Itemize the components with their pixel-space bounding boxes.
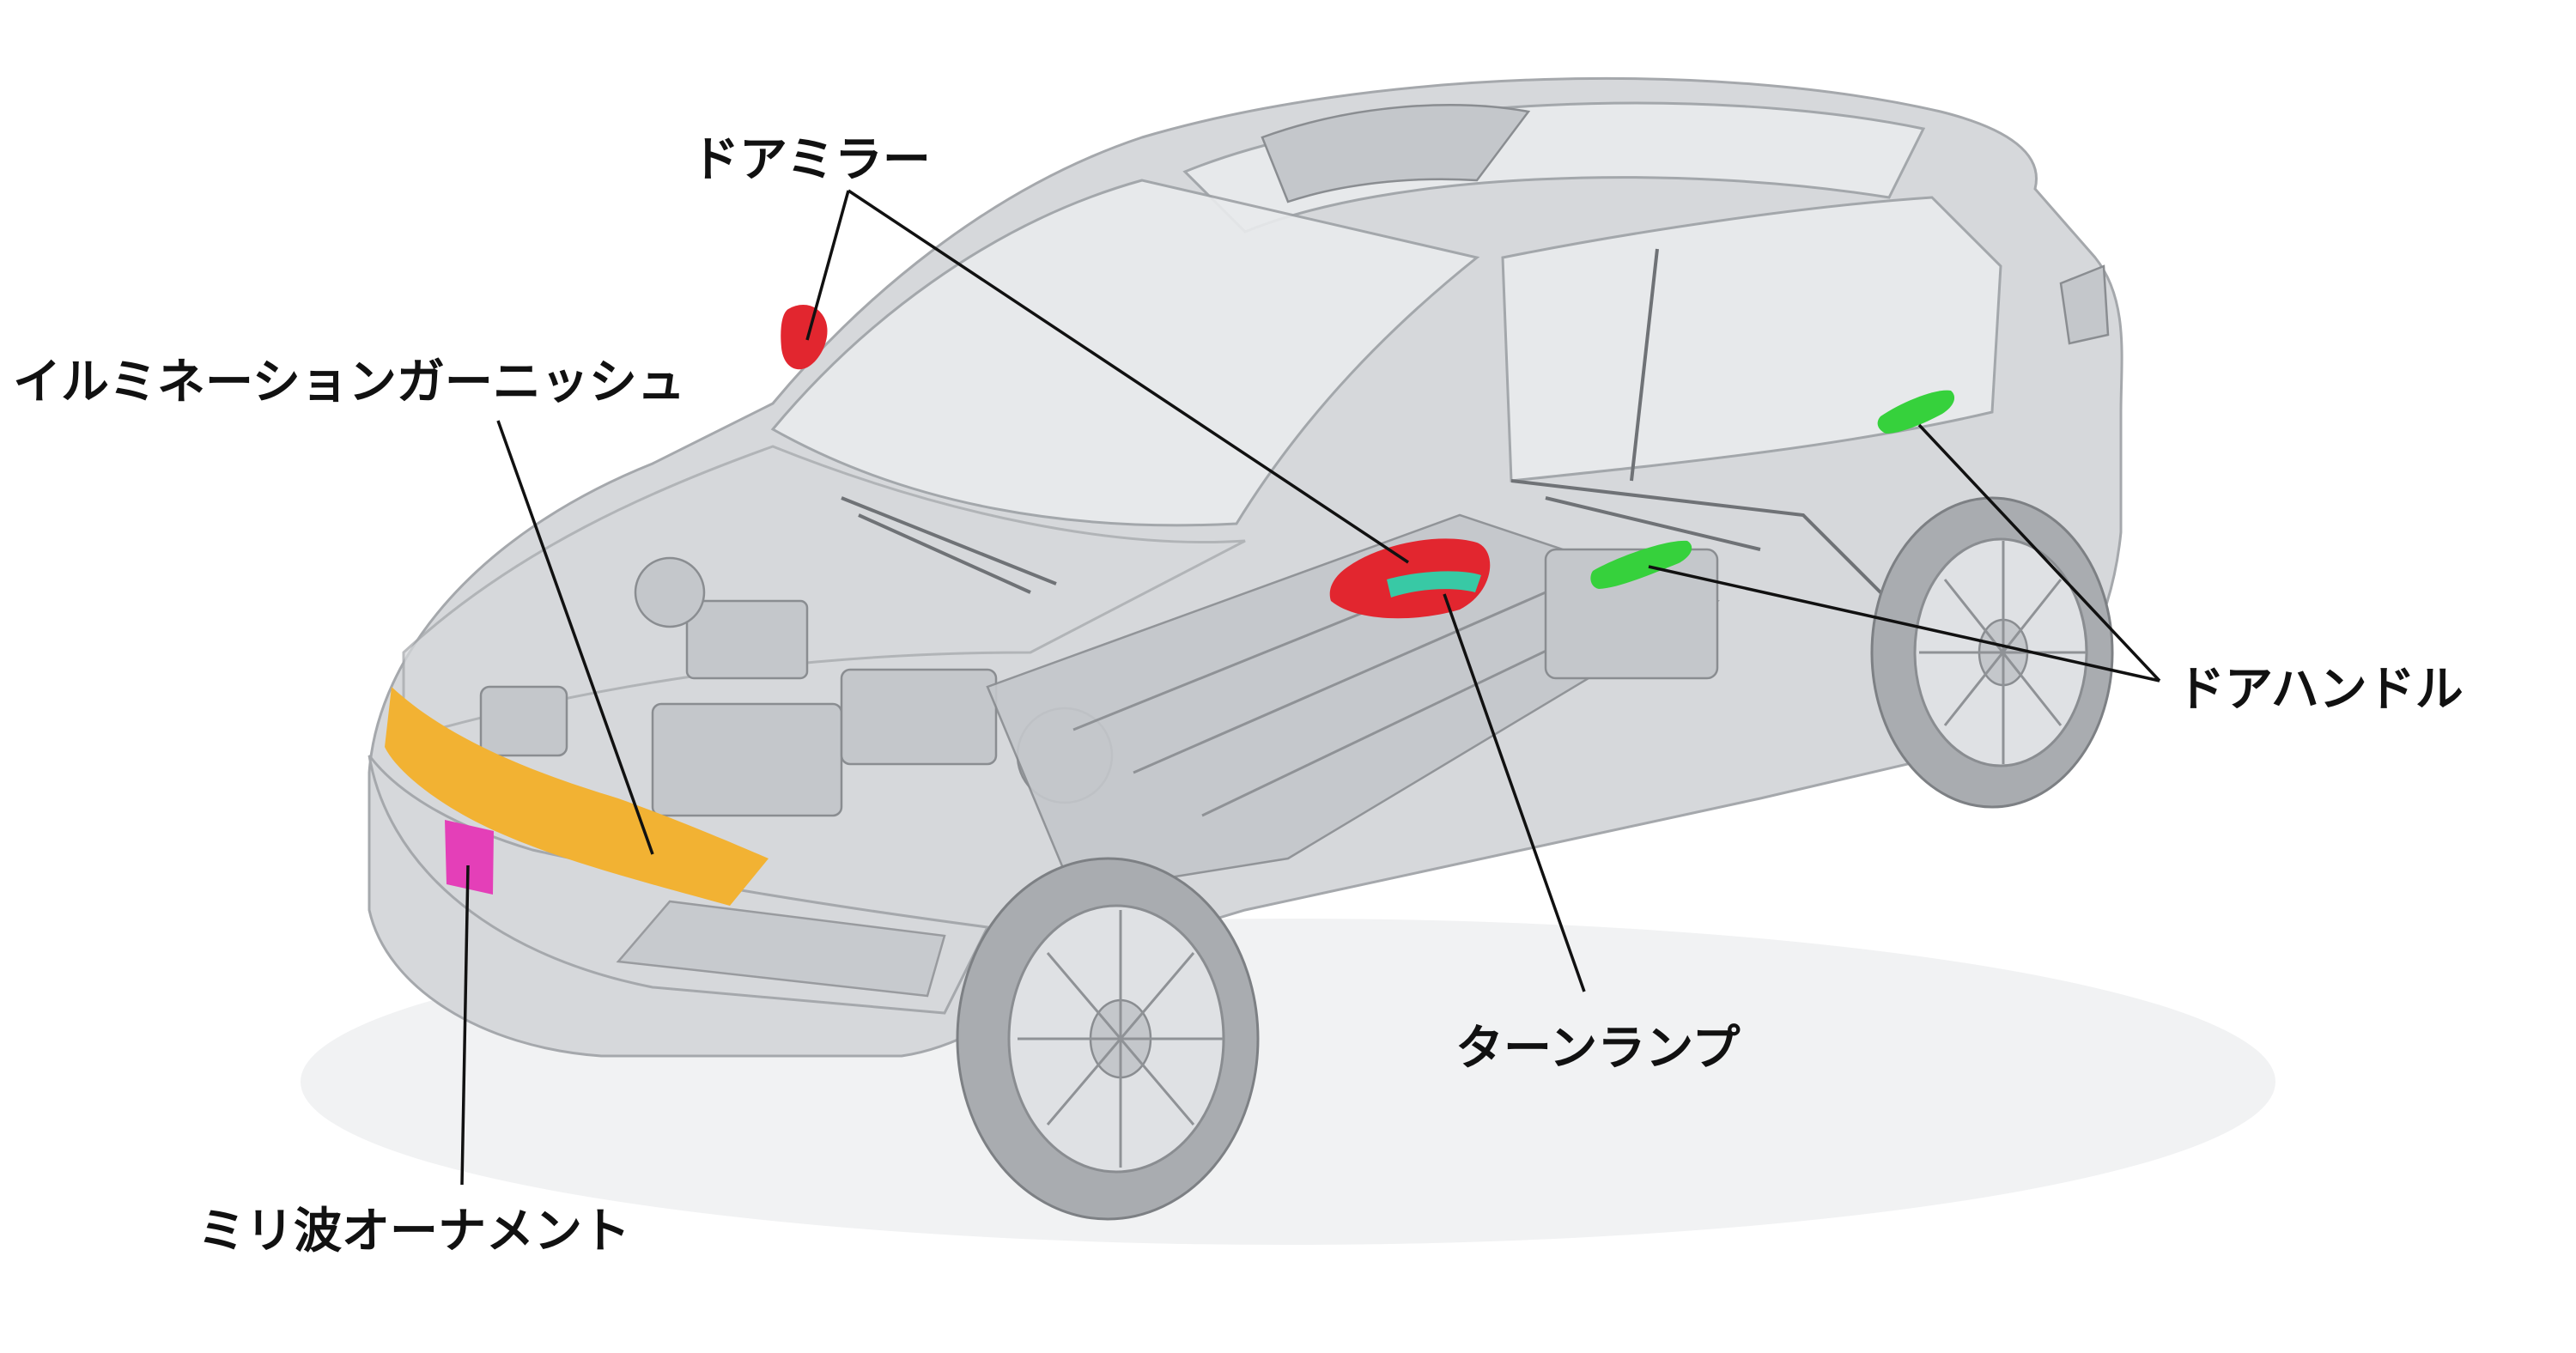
mmwave-ornament-label: ミリ波オーナメント bbox=[197, 1204, 630, 1259]
rear-wheel bbox=[1870, 496, 2114, 809]
mmwave-ornament-leader bbox=[460, 865, 470, 1186]
door-mirror-leader bbox=[805, 189, 1409, 564]
turn-lamp-highlight bbox=[1387, 571, 1481, 598]
front-wheel bbox=[956, 857, 1260, 1221]
callout-labels: ドアミラー イルミネーションガーニッシュ ドアハンドル ターンランプ ミリ波オー… bbox=[13, 132, 2464, 1259]
door-handle-leader bbox=[1648, 423, 2161, 683]
illumination-garnish-leader bbox=[496, 420, 654, 855]
motor-unit bbox=[840, 668, 998, 766]
windshield bbox=[770, 179, 1480, 527]
door-handle-front-highlight bbox=[1590, 540, 1692, 589]
highlighted-parts bbox=[385, 305, 1955, 906]
b-pillar bbox=[1630, 248, 1659, 482]
mmwave-ornament-highlight bbox=[445, 820, 494, 895]
illumination-garnish-highlight bbox=[385, 687, 769, 906]
turn-lamp-leader bbox=[1443, 593, 1586, 992]
rear-subframe bbox=[1510, 479, 1891, 603]
door-mirror-label: ドアミラー bbox=[691, 132, 931, 188]
rear-lamp bbox=[2059, 264, 2110, 345]
wiper bbox=[841, 496, 1057, 594]
rear-module bbox=[1544, 548, 1719, 680]
leader-lines bbox=[460, 189, 2161, 1186]
illumination-garnish-label: イルミネーションガーニッシュ bbox=[13, 355, 685, 410]
battery-box bbox=[685, 599, 809, 680]
strut-top bbox=[634, 556, 706, 628]
reservoir bbox=[479, 685, 568, 757]
sunroof bbox=[1261, 103, 1531, 203]
door-handle-label: ドアハンドル bbox=[2177, 662, 2464, 718]
turn-lamp-label: ターンランプ bbox=[1455, 1021, 1741, 1077]
door-handle-rear-highlight bbox=[1877, 390, 1955, 434]
engine-components bbox=[479, 556, 1114, 817]
door-mirror-highlight bbox=[781, 305, 828, 370]
engine-block bbox=[651, 702, 843, 817]
side-window bbox=[1501, 196, 2002, 482]
car-illustration bbox=[301, 76, 2275, 1245]
front-grille bbox=[616, 900, 946, 998]
